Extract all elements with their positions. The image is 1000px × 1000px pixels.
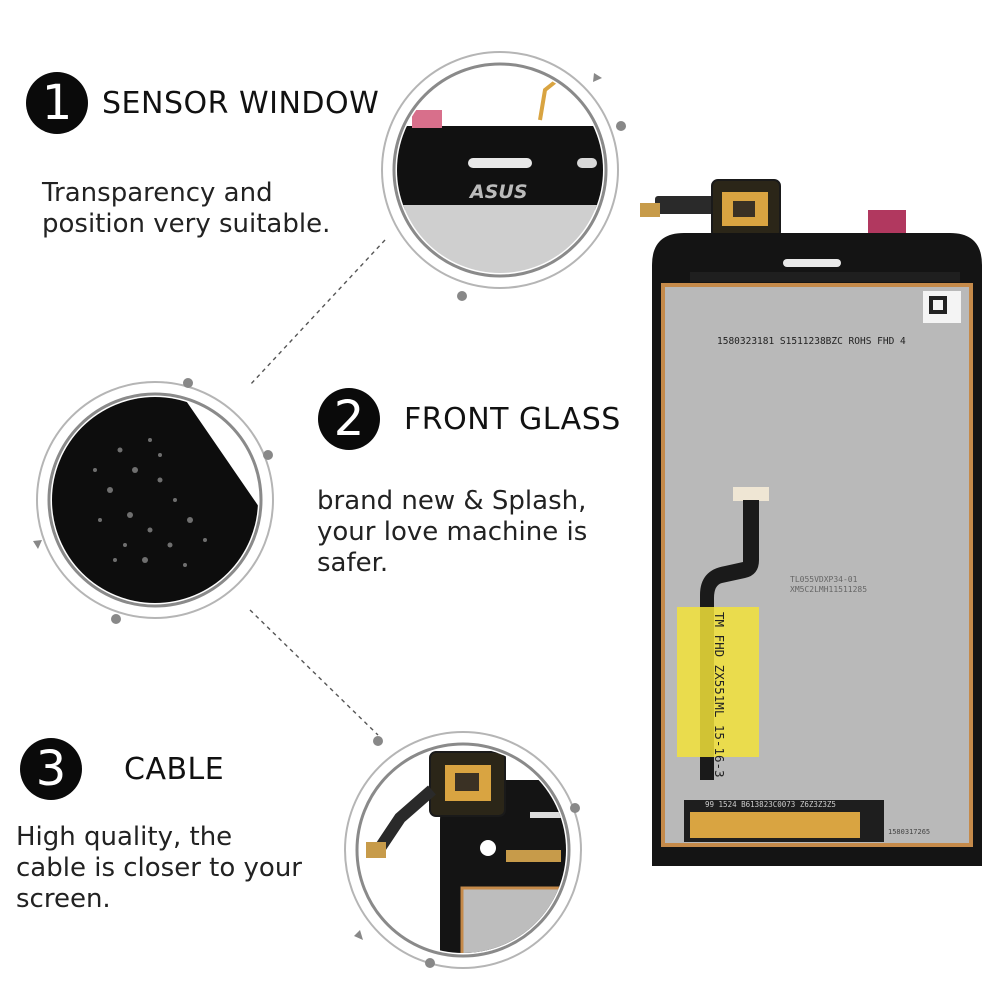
asus-logo-text: ASUS — [468, 181, 528, 203]
feature-2-line: your love machine is — [317, 517, 588, 547]
lcd-screen-assembly: 1580323181 S1511238BZC ROHS FHD 4 TM FHD… — [640, 179, 982, 866]
connector-line — [249, 609, 379, 736]
screen-code-text: 1580323181 S1511238BZC ROHS FHD 4 — [717, 336, 906, 347]
feature-1-line: Transparency and — [42, 178, 273, 208]
feature-2-number-badge: 2 — [318, 388, 380, 450]
connector-line — [249, 239, 386, 386]
feature-3-title: CABLE — [124, 752, 225, 787]
feature-2-line: brand new & Splash, — [317, 486, 587, 516]
feature-1-line: position very suitable. — [42, 209, 331, 239]
feature-3-line: screen. — [16, 884, 111, 914]
bottom-code-1: 99 1524 B613823C0073 Z6Z3Z3Z5 — [705, 800, 836, 809]
zoom-circle-cable — [344, 731, 582, 969]
zoom-circle-sensor: ASUS — [381, 51, 626, 301]
feature-3-number-badge: 3 — [20, 738, 82, 800]
feature-1-number-badge: 1 — [26, 72, 88, 134]
feature-1-description: Transparency and position very suitable. — [42, 178, 330, 240]
feature-2-description: brand new & Splash, your love machine is… — [317, 486, 587, 579]
zoom-circle-glass — [33, 378, 274, 624]
bottom-code-2: 1580317265 — [888, 828, 930, 836]
feature-2-title: FRONT GLASS — [404, 402, 621, 437]
tape-text: TM FHD ZX551ML 15-16-3 — [712, 612, 727, 778]
panel-label-1: TL055VDXP34-01 — [790, 575, 858, 584]
feature-1-title: SENSOR WINDOW — [102, 86, 380, 121]
feature-3-description: High quality, the cable is closer to you… — [16, 822, 302, 915]
feature-3-line: High quality, the — [16, 822, 233, 852]
feature-3-line: cable is closer to your — [16, 853, 302, 883]
feature-2-line: safer. — [317, 548, 389, 578]
panel-label-2: XM5C2LMH11511285 — [790, 585, 867, 594]
